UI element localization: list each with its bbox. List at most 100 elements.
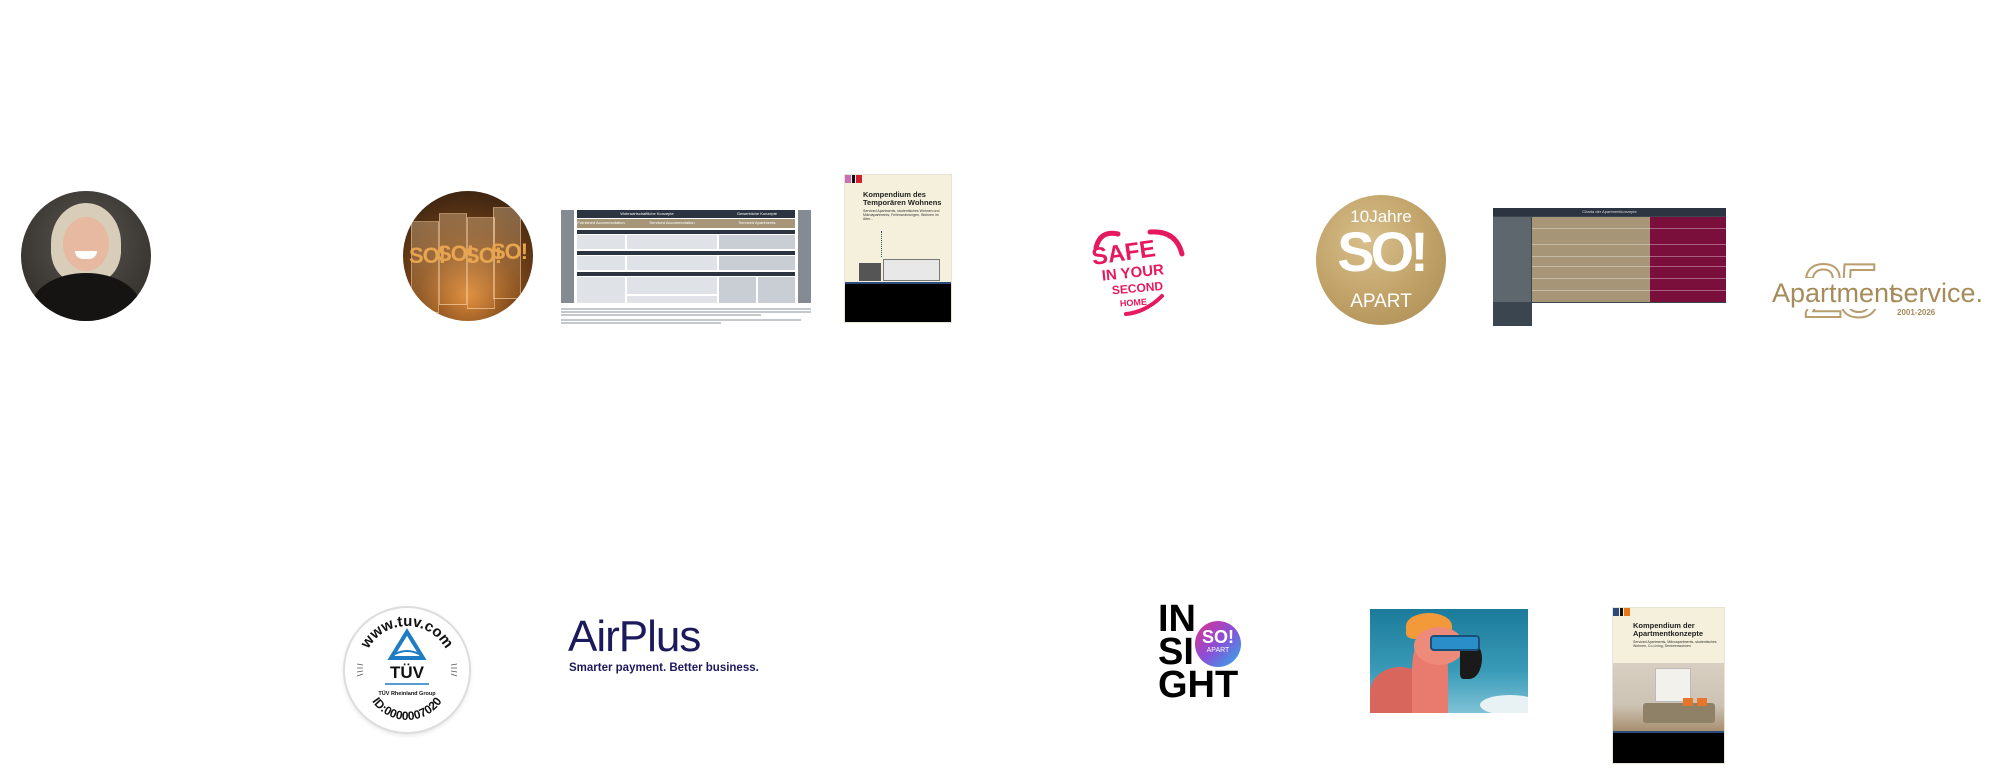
award-logo: SO! <box>409 243 446 268</box>
book2-subtitle: Serviced Apartments, Mikroapartments, st… <box>1633 640 1717 648</box>
award-logo: SO! <box>437 241 474 266</box>
concept-footnote <box>561 319 801 321</box>
portrait-body <box>31 273 141 321</box>
cloud <box>1480 695 1528 713</box>
charta-row-line <box>1532 256 1726 257</box>
apart-label: APART <box>1350 291 1412 312</box>
concept-footnote <box>561 311 811 313</box>
book1-building <box>883 259 940 281</box>
color-square <box>1620 608 1623 616</box>
concept-header-row: Wohnwirtschaftliche Konzepte Gewerbliche… <box>577 210 795 218</box>
concept-sub-3: Serviced Apartments <box>738 220 776 225</box>
charta-company-logos <box>1532 303 1726 326</box>
safe-text-3: SECOND <box>1111 279 1164 297</box>
charta-left-group <box>1532 217 1650 302</box>
service-word: service. <box>1890 278 1984 308</box>
color-square <box>852 175 855 183</box>
portrait-smile <box>75 251 97 259</box>
concept-section-stay <box>577 251 795 255</box>
color-square <box>856 175 862 183</box>
concept-chart-image[interactable]: Wohnwirtschaftliche Konzepte Gewerbliche… <box>561 210 811 328</box>
flamingo-beak <box>1460 643 1482 679</box>
safe-text-4: HOME <box>1120 297 1148 309</box>
sunglasses-icon <box>1430 635 1480 651</box>
color-square <box>1613 608 1619 616</box>
book2-pillow <box>1683 698 1693 706</box>
safe-text-2: IN YOUR <box>1101 261 1165 284</box>
airplus-wordmark: AirPlus <box>568 612 701 661</box>
charta-row-line <box>1532 244 1726 245</box>
book1-dots <box>881 231 883 257</box>
charta-label-column <box>1493 217 1531 302</box>
color-square <box>845 175 851 183</box>
charta-row-line <box>1532 290 1726 291</box>
concept-stay-row <box>577 256 795 270</box>
concept-section-types <box>577 272 795 276</box>
insight-line-2: SI <box>1158 631 1194 673</box>
airplus-tagline: Smarter payment. Better business. <box>569 662 759 674</box>
charta-row-line <box>1532 266 1726 267</box>
charta-right-group <box>1650 217 1726 302</box>
concept-section-service <box>577 230 795 234</box>
award-logo: SO! <box>491 239 528 264</box>
apartmentservice-25-logo[interactable]: 25 Apartment service. 2001-2026 <box>1772 248 1983 335</box>
portrait-face <box>63 217 109 271</box>
flamingo-photo[interactable] <box>1370 609 1528 713</box>
concept-sub-1: Furnished Accommodation <box>577 220 625 225</box>
insight-line-3: GHT <box>1158 664 1239 706</box>
insight-line-1: IN <box>1158 598 1196 640</box>
charta-row-line <box>1532 278 1726 279</box>
portrait-photo[interactable] <box>21 191 151 321</box>
charta-title: Charta der Apartmentkonzepte <box>1493 208 1726 216</box>
concept-sub-row: Furnished Accommodation Serviced Accommo… <box>577 219 795 228</box>
concept-header-right: Gewerbliche Konzepte <box>736 211 778 216</box>
tuv-seal-icon: www.tuv.com ID:0000007020 TÜV TÜV Rheinl… <box>357 613 458 723</box>
ten-years-label: 10Jahre <box>1350 207 1412 226</box>
heart-icon: SAFE IN YOUR SECOND HOME <box>1090 229 1185 316</box>
concept-types-row <box>577 277 795 303</box>
color-square <box>1624 608 1630 616</box>
award-logo: SO! <box>465 243 502 268</box>
svg-text:ID:0000007020: ID:0000007020 <box>369 694 444 723</box>
award-trophy <box>439 213 467 305</box>
speech-bubble-icon: SO! APART <box>1195 621 1241 667</box>
book1-subtitle: Serviced Apartments, studentisches Wohne… <box>863 209 940 221</box>
book2-sofa <box>1643 703 1715 723</box>
concept-service-row <box>577 235 795 249</box>
bubble-so: SO! <box>1201 627 1234 647</box>
tuv-rheinland-seal[interactable]: www.tuv.com ID:0000007020 TÜV TÜV Rheinl… <box>345 608 469 732</box>
charta-apartmentkonzepte-image[interactable]: Charta der Apartmentkonzepte <box>1493 208 1726 326</box>
apartment-word: Apartment <box>1772 278 1899 309</box>
charta-row-line <box>1532 228 1726 229</box>
concept-header-left: Wohnwirtschaftliche Konzepte <box>620 211 674 216</box>
award-trophy <box>411 221 439 313</box>
book2-bottom-band <box>1613 731 1724 763</box>
concept-footnote <box>561 314 761 316</box>
safe-second-home-logo[interactable]: SAFE IN YOUR SECOND HOME <box>1088 226 1188 321</box>
tuv-group: TÜV Rheinland Group <box>378 690 436 697</box>
airplus-logo[interactable]: AirPlus Smarter payment. Better business… <box>568 612 768 677</box>
concept-footnote <box>561 308 811 310</box>
award-trophy <box>467 217 495 309</box>
award-trophy <box>493 207 521 299</box>
book2-pillow <box>1697 698 1707 706</box>
book1-bottom-band <box>845 282 951 322</box>
so-logo: SO! <box>1337 220 1429 283</box>
concept-side-left <box>561 210 574 303</box>
awards-photo[interactable]: SO! SO! SO! SO! <box>403 191 533 321</box>
tuv-id: ID:0000007020 <box>369 694 444 723</box>
book2-window <box>1655 668 1691 702</box>
ten-years-so-apart-badge[interactable]: 10Jahre SO! APART <box>1316 195 1446 325</box>
book1-building <box>859 263 881 281</box>
concept-footnote <box>561 322 721 324</box>
bubble-apart: APART <box>1206 647 1230 654</box>
anniversary-years: 2001-2026 <box>1897 308 1936 317</box>
concept-side-right <box>798 210 811 303</box>
concept-sub-2: Serviced Accommodation <box>649 220 695 225</box>
tuv-brand: TÜV <box>390 663 425 682</box>
insight-so-apart-logo[interactable]: IN SI GHT SO! APART <box>1158 598 1241 708</box>
